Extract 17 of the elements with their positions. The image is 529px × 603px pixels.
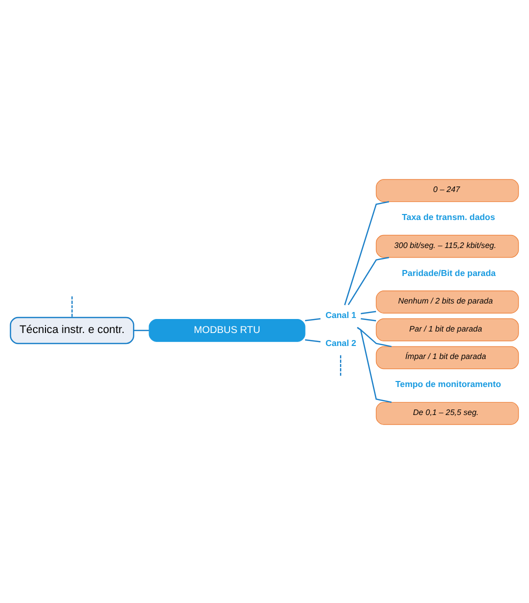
node-box: Técnica instr. e contr. <box>10 316 134 344</box>
connector <box>71 296 73 317</box>
node-text: Canal 1 <box>325 309 356 320</box>
connector <box>305 318 321 321</box>
label: Taxa de transm. dados <box>402 212 496 222</box>
node-text: Canal 2 <box>325 337 356 348</box>
connector <box>344 200 390 305</box>
node-box: MODBUS RTU <box>148 318 306 342</box>
label: Paridade/Bit de parada <box>402 267 496 278</box>
connector <box>340 354 342 376</box>
connector <box>360 310 376 314</box>
label: Tempo de monitoramento <box>395 378 502 389</box>
connector <box>360 318 376 321</box>
connector <box>348 256 390 305</box>
connector <box>305 338 321 342</box>
connector <box>356 326 392 402</box>
connector <box>134 329 149 331</box>
